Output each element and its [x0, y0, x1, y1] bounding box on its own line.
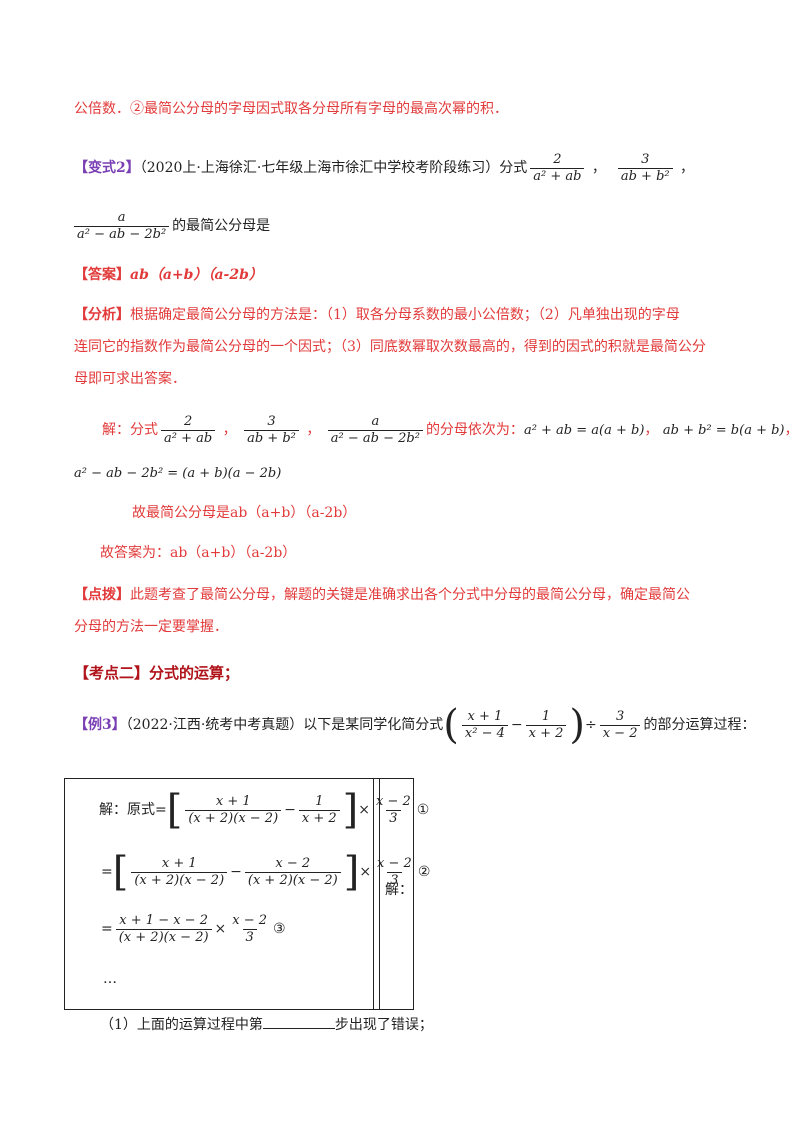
variant-question-end: 的最简公分母是: [172, 218, 271, 234]
variant-source: （2020上·上海徐汇·七年级上海市徐汇中学校考阶段练习）分式: [139, 160, 528, 176]
solution-eq-3: a² − ab − 2b² = (a + b)(a − 2b): [74, 466, 282, 481]
box-divider-2: [379, 779, 380, 1009]
variant-tag: 【变式2】: [74, 160, 140, 176]
question-1-line: （1）上面的运算过程中第步出现了错误；: [74, 1014, 730, 1036]
final-answer-line: 故答案为：ab（a+b）（a-2b）: [100, 545, 297, 561]
key-point-title: 【考点二】分式的运算；: [74, 664, 240, 682]
analysis-line-1: 【分析】根据确定最简公分母的方法是：（1）取各分母系数的最小公倍数；（2）凡单独…: [74, 307, 680, 323]
answer-blank[interactable]: [262, 1014, 335, 1029]
ellipsis: …: [103, 971, 117, 987]
box-divider: [373, 779, 374, 1009]
analysis-line-3: 母即可求出答案．: [74, 371, 186, 387]
tip-line-2: 分母的方法一定要掌握．: [74, 619, 228, 635]
step-2: =[x + 1(x + 2)(x − 2)−x − 2(x + 2)(x − 2…: [101, 849, 431, 895]
tip-line-1: 【点拨】此题考查了最简公分母，解题的关键是准确求出各个分式中分母的最简公分母，确…: [74, 587, 690, 603]
analysis-line-2: 连同它的指数作为最简公分母的一个因式；（3）同底数幂取次数最高的，得到的因式的积…: [74, 339, 706, 355]
conclusion-line: 故最简公分母是ab（a+b）（a-2b）: [132, 505, 357, 521]
text-line-1: 公倍数．②最简公分母的字母因式取各分母所有字母的最高次幂的积．: [74, 101, 508, 117]
right-cell-label: 解：: [385, 882, 413, 898]
answer-line: 【答案】ab（a+b）（a-2b）: [74, 267, 263, 283]
sol-eq-1: a² + ab = a(a + b): [523, 423, 645, 438]
sol-eq-2: ab + b² = b(a + b): [662, 423, 785, 438]
